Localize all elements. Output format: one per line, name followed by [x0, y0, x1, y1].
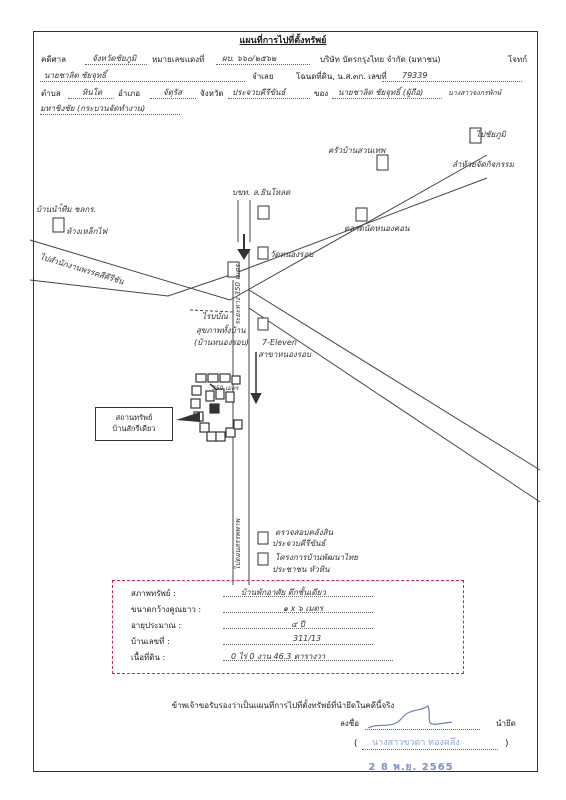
province-value: ประจวบคีรีขันธ์ [232, 88, 286, 97]
prop-value-land-area: 0 ไร่ 0 งาน 46.3 ตารางวา [231, 652, 326, 661]
landmark-box [257, 246, 269, 260]
label-school: ครัวบ้านสวนเทพ [328, 146, 386, 155]
plaintiff-value: บริษัท บัตรกรุงไทย จำกัด (มหาชน) [320, 55, 441, 64]
prop-value-house-no: 311/13 [293, 634, 322, 643]
sign-label: ลงชื่อ [340, 719, 360, 728]
amphoe-value: จัตุรัส [163, 88, 183, 97]
document-frame [33, 31, 538, 772]
label-left-top-2: ห้างเหล็กไฟ [66, 227, 108, 236]
signer-name: นางสาวขวดา ทองคลึง [372, 738, 460, 748]
landmark-box [52, 217, 65, 233]
landmark-box [257, 552, 269, 566]
label-left-top-1: บ้านนำ้ทีม ชลกร. [36, 205, 97, 214]
black-no-label: หมายเลขแดงที่ [152, 55, 205, 64]
amphoe-label: อำเภอ [118, 89, 141, 98]
prop-label-size: ขนาดกว้างคูณยาว : [131, 605, 202, 614]
certification-statement: ข้าพเจ้าขอรับรองว่าเป็นแผนที่การไปที่ตั้… [171, 701, 395, 710]
tambon-value: หินโด [82, 88, 103, 97]
paren-open: ( [354, 739, 358, 749]
label-station-1: ตรวจสอบคลังสิน [275, 528, 333, 537]
owner-value: นายชาลิต ชัยจุทธิ์ (ผู้ถือ) [338, 88, 424, 97]
prop-value-condition: บ้านพักอาศัย ตึกชั้นเดียว [241, 588, 326, 597]
label-shop: บขท. ล.ธินโหลด [232, 188, 291, 197]
label-district-office: ลำห้วยจัดกิจกรรม [452, 160, 514, 169]
plaintiff-label: โจทก์ [508, 55, 528, 64]
defendant-value: นายชาลิต ชัยจุทธิ์ [44, 71, 107, 80]
label-seven-2: สาขาหนองรอบ [258, 350, 311, 359]
callout-line2: บ้านสักรีเดียว [112, 424, 156, 433]
prop-label-land-area: เนื้อที่ดิน : [131, 653, 166, 662]
label-temple: วัดหนองรอบ [270, 250, 314, 259]
deed-no-value: 79339 [402, 71, 428, 80]
landmark-box [257, 205, 270, 220]
property-callout: สถานทรัพย์ บ้านสักรีเดียว [95, 407, 173, 441]
prop-label-house-no: บ้านเลขที่ : [131, 637, 170, 646]
label-road-vertical: ระยะทาง 350 เมตร [234, 264, 242, 325]
date-stamp: 2 8 พ.ย. 2565 [368, 762, 454, 773]
owner-row4: มหาชิงชัย (กระบวนจัดทำงาน) [40, 104, 146, 113]
landmark-box [227, 261, 240, 278]
landmark-box [469, 127, 482, 144]
label-to-town: ไปชัยภูมิ [476, 130, 506, 139]
landmark-box [257, 317, 269, 331]
label-rest-area-1: ไรบบัณ [202, 312, 228, 321]
page-title: แผนที่การไปที่ตั้งทรัพย์ [239, 36, 327, 46]
label-prop-mark: 350 เมตร [212, 385, 239, 392]
seizer-label: นำยึด [496, 719, 516, 728]
callout-line1: สถานทรัพย์ [115, 413, 153, 422]
case-label: คดีศาล [41, 55, 67, 64]
prop-label-age: อายุประมาณ : [131, 621, 182, 630]
court-value: จังหวัดชัยภูมิ [92, 54, 137, 63]
black-no-value: ผบ. ๖๖๐/๒๕๖๒ [222, 54, 277, 63]
province-label: จังหวัด [200, 89, 224, 98]
tambon-label: ตำบล [41, 89, 61, 98]
landmark-box [376, 154, 389, 171]
paren-close: ) [505, 739, 509, 749]
label-station-2: ประจวบคีรีขันธ์ [272, 539, 326, 548]
property-details-box: สภาพทรัพย์ : บ้านพักอาศัย ตึกชั้นเดียว ข… [112, 580, 464, 674]
label-hospital-2: ประชาชน หัวหิน [272, 565, 330, 574]
landmark-box [257, 531, 269, 545]
owner-note: นางสาวจงกรพักษ์ [448, 89, 502, 97]
prop-value-age: ๔ ปี [291, 620, 305, 629]
label-hospital-1: โครงการบ้านพัฒนาไทย [275, 553, 358, 562]
label-rest-area-3: (บ้านหนองรอบ) [194, 338, 249, 347]
label-lower-road: ไปดอนสรรพพาพ [234, 518, 242, 570]
deed-label: โฉนดที่ดิน, น.ส.๓ก. เลขที่ [296, 72, 387, 81]
label-seven-1: 7-Eleven [262, 338, 297, 347]
landmark-box [355, 207, 368, 222]
prop-label-condition: สภาพทรัพย์ : [131, 589, 176, 598]
of-label: ของ [314, 89, 329, 98]
prop-value-size: ๑ x ๖ เมตร [283, 604, 324, 613]
label-rest-area-2: สุขภาพทั้งบ้าน [196, 326, 246, 335]
label-market: ตลาดนัดหนองคอน [344, 224, 410, 233]
defendant-label: จำเลย [252, 72, 274, 81]
